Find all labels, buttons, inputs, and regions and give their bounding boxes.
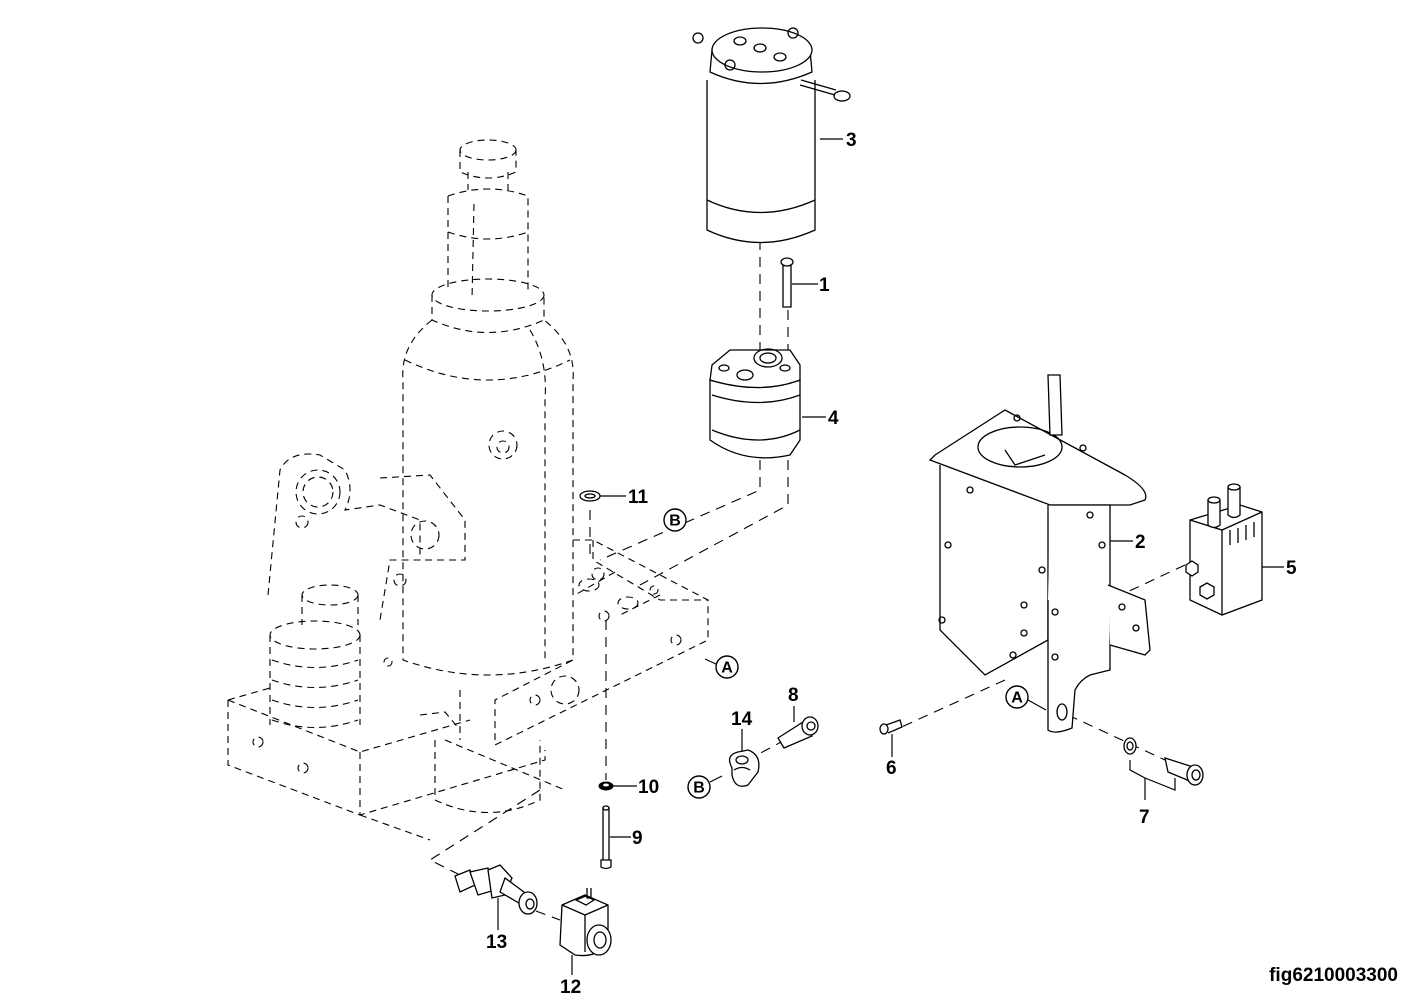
callout-label-7: 7	[1139, 807, 1150, 828]
callout-label-3: 3	[846, 130, 857, 151]
svg-text:B: B	[693, 780, 705, 797]
callout-label-13: 13	[486, 932, 507, 953]
callout-11: 11	[600, 487, 649, 508]
callout-13: 13	[486, 898, 507, 953]
figure-id: fig6210003300	[1269, 965, 1398, 986]
callout-1: 1	[792, 275, 830, 296]
phantom-cylinder-assembly	[227, 139, 709, 841]
callout-7: 7	[1129, 760, 1176, 828]
part-10-washer[interactable]	[598, 781, 614, 791]
part-9-long-bolt[interactable]	[600, 805, 612, 870]
callout-label-4: 4	[828, 408, 839, 429]
callout-3: 3	[820, 130, 857, 151]
part-12-solenoid-coil[interactable]	[559, 888, 612, 957]
callout-label-2: 2	[1135, 532, 1146, 553]
part-2-bracket[interactable]	[928, 374, 1151, 733]
part-3-motor[interactable]	[692, 27, 851, 244]
callout-2: 2	[1110, 532, 1146, 553]
callout-9: 9	[610, 828, 643, 849]
reference-a-left: A	[704, 655, 739, 679]
callout-label-10: 10	[638, 777, 659, 798]
reference-a-right: A	[1005, 685, 1047, 711]
callout-label-11: 11	[628, 487, 649, 508]
callout-label-8: 8	[788, 685, 799, 706]
part-8-cap-screw[interactable]	[777, 716, 819, 749]
callout-4: 4	[802, 408, 839, 429]
svg-text:B: B	[669, 513, 681, 530]
part-14-clamp[interactable]	[728, 749, 760, 787]
reference-b-upper: B	[663, 508, 687, 532]
callout-5: 5	[1262, 558, 1297, 579]
svg-text:A: A	[1011, 690, 1023, 707]
callout-label-5: 5	[1286, 558, 1297, 579]
callout-label-9: 9	[632, 828, 643, 849]
callout-10: 10	[613, 777, 659, 798]
part-6-screw[interactable]	[879, 719, 903, 735]
callout-label-1: 1	[819, 275, 830, 296]
part-4-pump[interactable]	[709, 348, 801, 459]
callout-14: 14	[731, 709, 753, 752]
part-13-valve-cartridge[interactable]	[454, 864, 538, 915]
callout-8: 8	[788, 685, 799, 722]
callout-label-12: 12	[560, 977, 581, 997]
callout-6: 6	[886, 734, 897, 779]
part-7-washer-screw[interactable]	[1123, 737, 1204, 786]
callout-12: 12	[560, 955, 581, 997]
callout-label-14: 14	[731, 709, 753, 730]
svg-text:A: A	[721, 660, 733, 677]
callout-label-6: 6	[886, 758, 897, 779]
part-11-oring[interactable]	[579, 490, 601, 502]
part-5-relay-block[interactable]	[1185, 483, 1263, 616]
reference-b-lower: B	[687, 775, 723, 799]
part-1-bolt[interactable]	[780, 257, 794, 308]
